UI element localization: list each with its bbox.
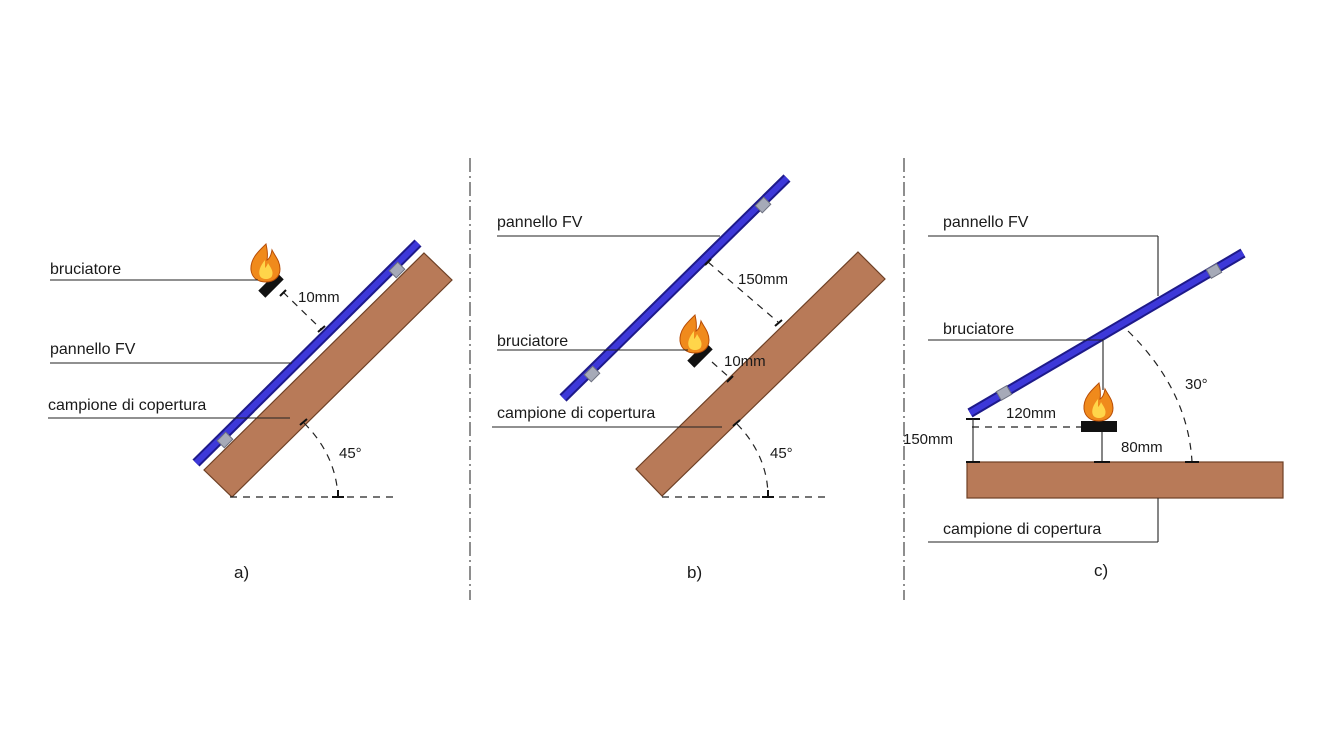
roof-sample-label: campione di copertura — [943, 521, 1101, 538]
horizontal-dimension: 120mm — [1006, 405, 1056, 422]
angle-arc — [1127, 330, 1193, 463]
angle-arc — [736, 423, 769, 498]
roof-sample-board — [635, 251, 886, 497]
burner-block-icon — [258, 272, 284, 298]
burner — [1081, 382, 1117, 432]
angle-dimension: 45° — [770, 445, 793, 462]
panel-clamp — [995, 384, 1013, 402]
pv-panel-label: pannello FV — [497, 214, 583, 231]
gap-dimension-line — [282, 291, 323, 331]
flame-icon — [1083, 382, 1114, 422]
pv-panel-label: pannello FV — [50, 341, 136, 358]
panel-clamp — [388, 261, 406, 279]
panel-b: 150mm 10mm 45° pannello FV bruciatore ca… — [492, 174, 886, 582]
burner-label: bruciatore — [497, 333, 568, 350]
panel-offset-dimension-line — [707, 261, 779, 323]
angle-arc — [303, 422, 339, 498]
panel-clamp — [1205, 262, 1223, 280]
roof-sample-board — [966, 461, 1284, 499]
angle-dimension: 30° — [1185, 376, 1208, 393]
pv-panel — [967, 248, 1246, 418]
burner — [679, 314, 713, 368]
panel-offset-dimension: 150mm — [738, 271, 788, 288]
flame-icon — [250, 243, 281, 283]
panel-clamp — [216, 431, 234, 449]
panel-caption: c) — [1094, 561, 1108, 580]
burner-label: bruciatore — [943, 321, 1014, 338]
burner-block-icon — [1081, 421, 1117, 432]
panel-clamp — [583, 365, 601, 383]
panel-caption: b) — [687, 563, 702, 582]
panel-c: 120mm 150mm 80mm 30° pannello FV bruciat… — [903, 214, 1284, 580]
panel-caption: a) — [234, 563, 249, 582]
roof-sample-label: campione di copertura — [48, 397, 206, 414]
panel-clamp — [754, 196, 772, 214]
flame-icon — [679, 314, 710, 354]
burner-label: bruciatore — [50, 261, 121, 278]
gap-dimension: 10mm — [298, 289, 340, 306]
height-dimension: 150mm — [903, 431, 953, 448]
pv-panel-label: pannello FV — [943, 214, 1029, 231]
gap-dimension: 10mm — [724, 353, 766, 370]
gap-dimension-line — [711, 361, 731, 379]
burner — [250, 243, 284, 298]
roof-sample-label: campione di copertura — [497, 405, 655, 422]
burner-height-dimension: 80mm — [1121, 439, 1163, 456]
pv-panel — [192, 239, 422, 467]
pv-panel — [559, 174, 791, 402]
angle-dimension: 45° — [339, 445, 362, 462]
panel-a: 10mm 45° bruciatore pannello FV campione… — [48, 239, 453, 582]
